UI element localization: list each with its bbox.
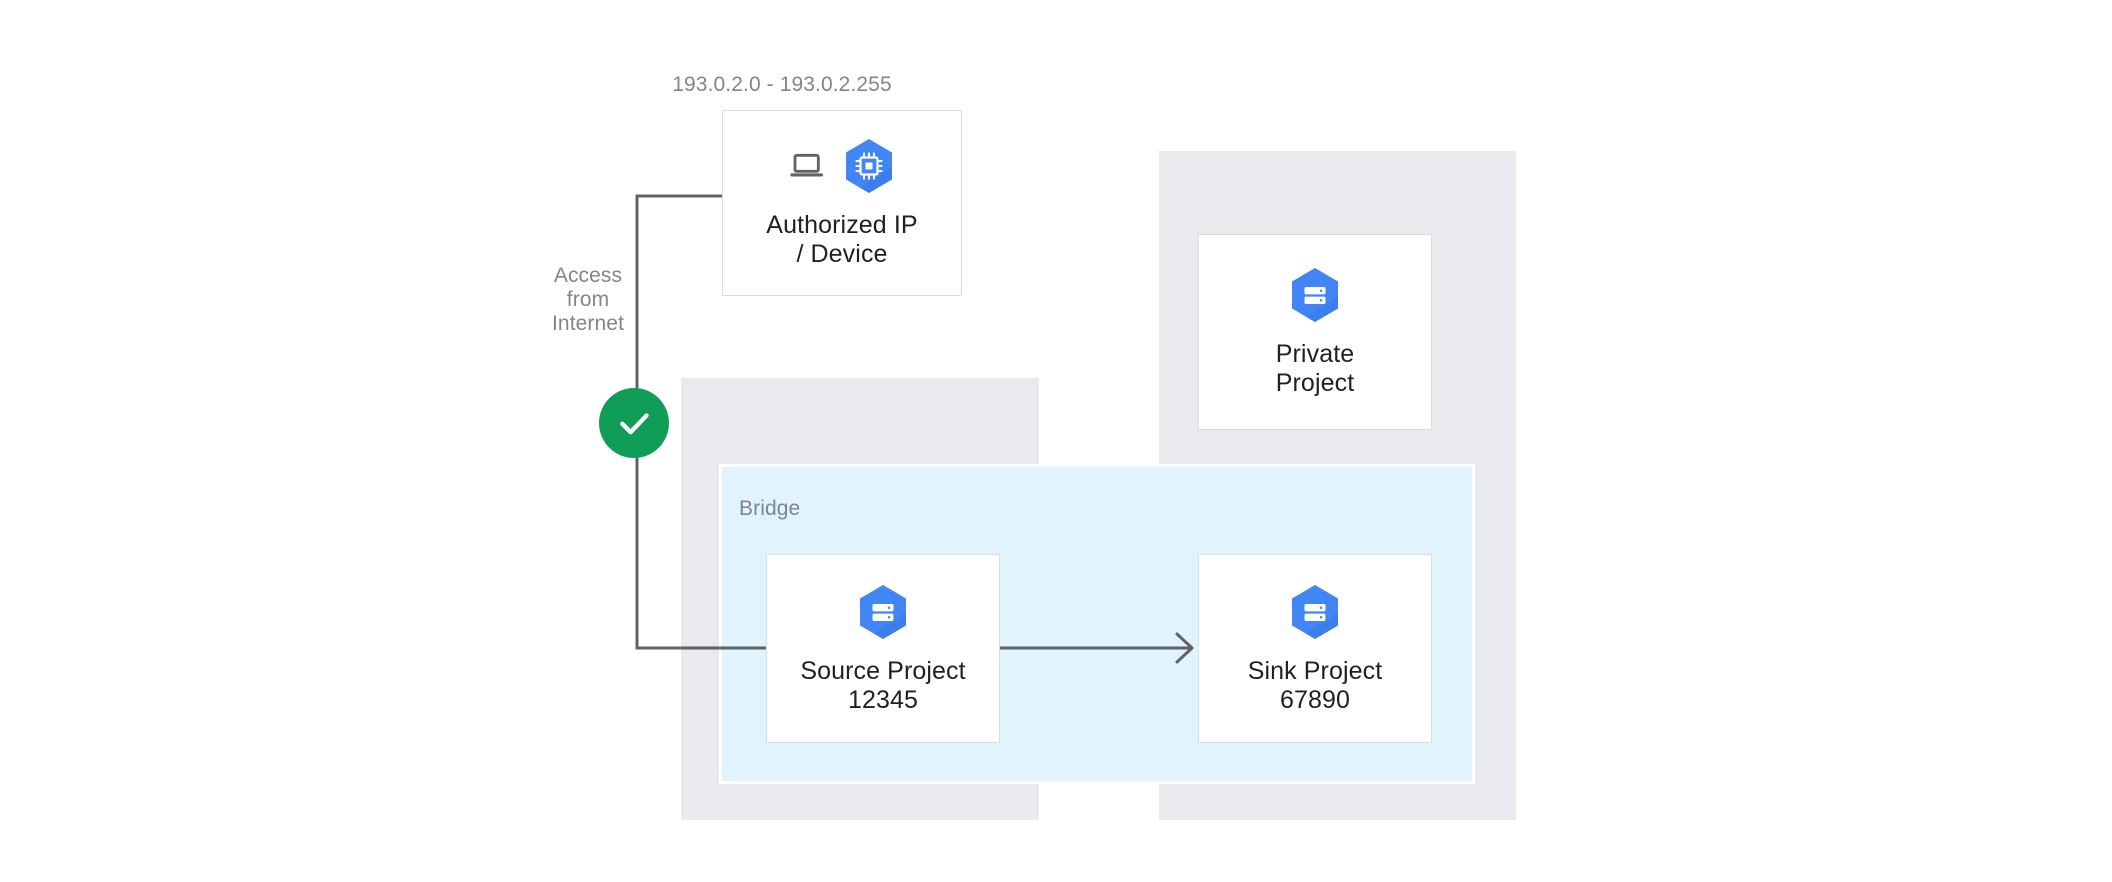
node-source-project[interactable]: Source Project 12345	[766, 554, 1000, 743]
sink-project-icon-row	[1288, 583, 1342, 641]
project-hexagon-icon	[1292, 268, 1338, 322]
private-project-icon-row	[1288, 266, 1342, 324]
node-private-project-label: Private Project	[1275, 340, 1355, 397]
caption-ip-range: 193.0.2.0 - 193.0.2.255	[672, 73, 892, 96]
laptop-icon	[790, 153, 823, 177]
iot-core-hexagon-icon	[846, 139, 892, 193]
check-icon	[620, 413, 649, 435]
project-hexagon-icon	[1292, 584, 1338, 639]
status-badge-access-allowed	[599, 388, 669, 458]
node-sink-project[interactable]: Sink Project 67890	[1198, 554, 1432, 743]
node-source-project-label: Source Project 12345	[800, 656, 966, 714]
node-authorized-ip-device-label: Authorized IP / Device	[766, 211, 918, 268]
source-project-icon-row	[856, 583, 910, 641]
caption-access-from-internet: Access from Internet	[551, 264, 624, 335]
node-sink-project-label: Sink Project 67890	[1247, 656, 1383, 714]
node-private-project[interactable]: Private Project	[1198, 234, 1432, 430]
project-hexagon-icon	[860, 584, 906, 639]
authorized-device-icon-row	[788, 137, 896, 195]
node-authorized-ip-device[interactable]: Authorized IP / Device	[722, 110, 962, 296]
bridge-title: Bridge	[739, 497, 801, 520]
